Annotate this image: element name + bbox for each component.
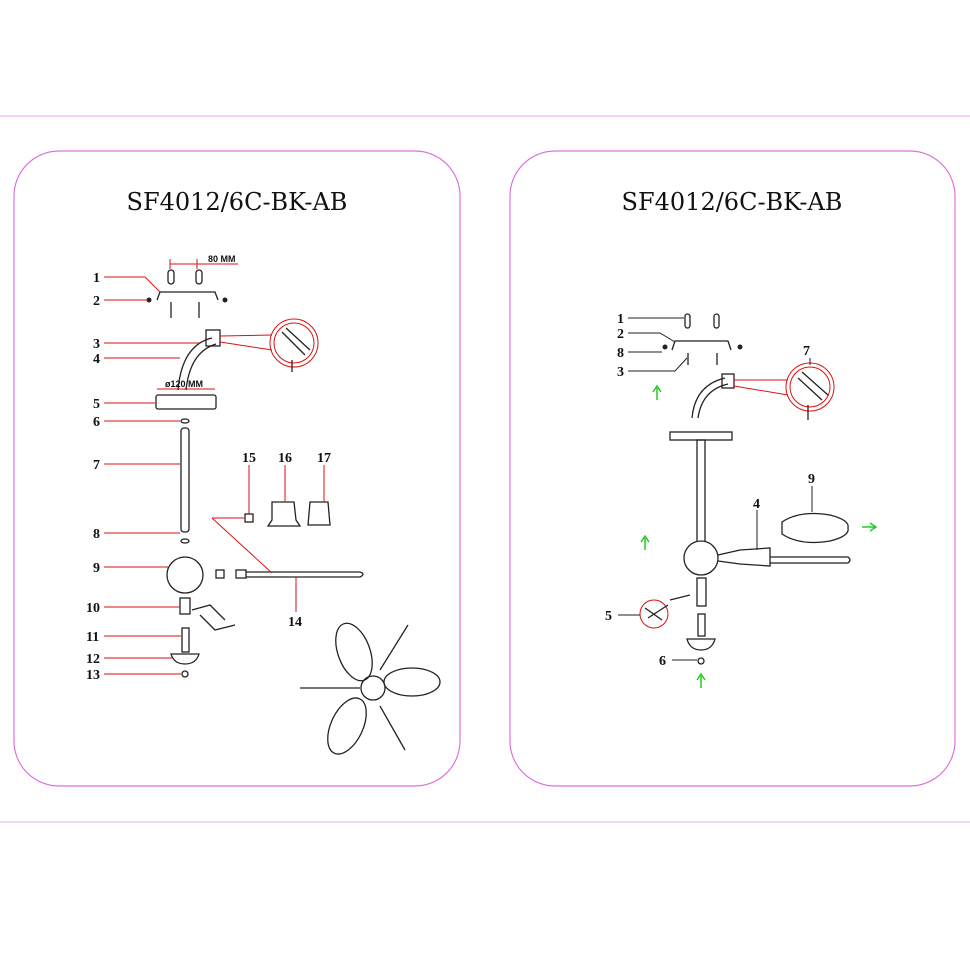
label-14: 14 xyxy=(288,615,302,630)
left-part-labels: 1 2 3 4 5 6 7 8 9 10 11 12 13 14 15 16 1… xyxy=(86,271,331,683)
mounting-bracket: 80 MM xyxy=(146,254,238,318)
wire-connector-arm xyxy=(691,362,835,420)
label-6: 6 xyxy=(659,654,666,669)
finial xyxy=(181,670,189,678)
label-7: 7 xyxy=(93,458,100,473)
connector xyxy=(179,597,191,615)
connector xyxy=(696,577,707,607)
lamp-arm xyxy=(717,547,851,567)
left-leaders xyxy=(104,276,325,675)
left-panel: SF4012/6C-BK-AB 80 MM ø120 MM xyxy=(13,150,461,787)
nut xyxy=(180,418,190,424)
label-6: 6 xyxy=(93,415,100,430)
label-5: 5 xyxy=(605,609,612,624)
wire-connector-arm xyxy=(177,318,319,391)
label-5: 5 xyxy=(93,397,100,412)
washer xyxy=(180,538,190,544)
right-leaders xyxy=(618,317,813,661)
label-1: 1 xyxy=(617,312,624,327)
right-panel: SF4012/6C-BK-AB xyxy=(509,150,956,787)
left-panel-frame xyxy=(13,150,461,787)
bottom-cap xyxy=(686,638,716,651)
socket xyxy=(266,501,302,527)
finial xyxy=(697,657,705,665)
rod xyxy=(696,439,706,543)
wire-detail-circle xyxy=(639,599,669,629)
canopy xyxy=(669,431,733,441)
mounting-bracket xyxy=(662,313,743,365)
lamp-arm xyxy=(211,517,364,579)
bracket-dimension: 80 MM xyxy=(208,254,236,264)
label-4: 4 xyxy=(93,352,100,367)
rod xyxy=(180,427,190,533)
label-10: 10 xyxy=(86,601,100,616)
label-2: 2 xyxy=(617,327,624,342)
label-9: 9 xyxy=(93,561,100,576)
sphere-hub xyxy=(683,540,719,576)
label-8: 8 xyxy=(93,527,100,542)
label-2: 2 xyxy=(93,294,100,309)
socket-cover xyxy=(307,501,331,526)
wire-cluster xyxy=(191,604,236,631)
label-4: 4 xyxy=(753,497,760,512)
label-15: 15 xyxy=(242,451,256,466)
direction-arrows xyxy=(640,384,878,688)
label-17: 17 xyxy=(317,451,331,466)
bulb xyxy=(781,512,849,544)
top-view-drawing xyxy=(300,622,441,755)
right-panel-frame xyxy=(509,150,956,787)
label-3: 3 xyxy=(93,337,100,352)
label-8: 8 xyxy=(617,346,624,361)
right-part-labels: 1 2 8 3 7 9 4 5 6 xyxy=(605,312,815,669)
left-panel-title: SF4012/6C-BK-AB xyxy=(127,188,348,216)
label-12: 12 xyxy=(86,652,100,667)
label-16: 16 xyxy=(278,451,292,466)
tube xyxy=(697,613,706,637)
canopy: ø120 MM xyxy=(155,379,217,410)
wire-cluster xyxy=(644,594,691,621)
label-9: 9 xyxy=(808,472,815,487)
label-7: 7 xyxy=(803,344,810,359)
part-15 xyxy=(244,513,254,523)
bottom-cap xyxy=(170,653,200,665)
label-1: 1 xyxy=(93,271,100,286)
canopy-dimension: ø120 MM xyxy=(165,379,203,389)
label-11: 11 xyxy=(86,630,99,645)
sphere-hub xyxy=(166,556,204,594)
label-3: 3 xyxy=(617,365,624,380)
label-13: 13 xyxy=(86,668,100,683)
right-panel-title: SF4012/6C-BK-AB xyxy=(622,188,843,216)
tube xyxy=(181,627,190,653)
